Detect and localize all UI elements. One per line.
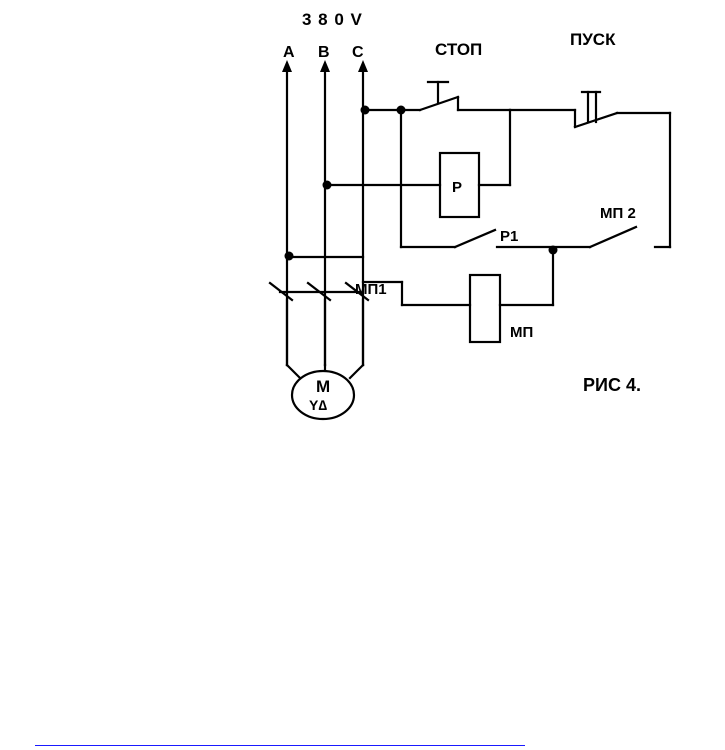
page-divider [35, 745, 525, 746]
start-label: ПУСК [570, 30, 616, 49]
relay-label: Р [452, 179, 462, 196]
phase-label-c: C [352, 44, 364, 61]
motor-leads [287, 300, 363, 378]
starter-contact2-label: МП 2 [600, 205, 636, 222]
voltage-label: 3 8 0 V [302, 10, 363, 29]
motor-label: М [316, 377, 330, 396]
start-button-contact [510, 92, 670, 247]
starter-contact-mp2: МП 2 [590, 205, 636, 247]
phase-label-b: B [318, 44, 330, 61]
stop-label: СТОП [435, 40, 482, 59]
control-top-wire [361, 106, 421, 115]
starter-coil: МП [402, 250, 553, 342]
motor: М Y∆ [292, 371, 354, 419]
stop-button-contact [420, 82, 510, 110]
phase-label-a: A [283, 44, 295, 61]
figure-caption: РИС 4. [583, 375, 641, 395]
relay-coil: Р [323, 110, 511, 217]
starter-coil-label: МП [510, 324, 533, 341]
relay-contact-p1: Р1 [401, 110, 590, 255]
relay-contact-label: Р1 [500, 228, 518, 245]
motor-winding-symbol: Y∆ [309, 397, 327, 413]
phase-a-tap [285, 252, 403, 283]
starter-main-contacts-label: МП1 [355, 281, 387, 298]
